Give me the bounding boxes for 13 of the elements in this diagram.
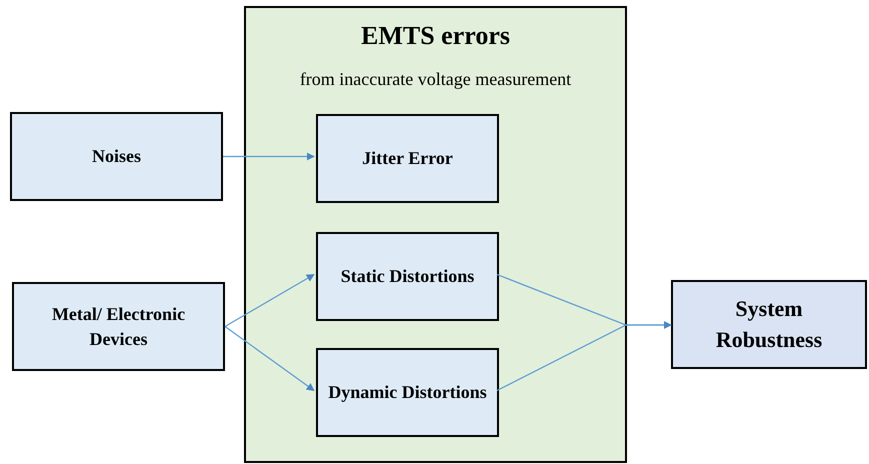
process-box: System Robustness bbox=[671, 280, 867, 369]
arrow bbox=[224, 274, 315, 328]
process-box: Jitter Error bbox=[316, 114, 499, 203]
group-panel bbox=[244, 6, 627, 463]
process-box: Noises bbox=[10, 112, 223, 201]
arrow bbox=[223, 152, 315, 160]
process-box: Dynamic Distortions bbox=[316, 348, 499, 437]
arrow bbox=[496, 321, 672, 392]
panel-title: EMTS errors bbox=[360, 20, 511, 52]
arrow bbox=[224, 326, 315, 391]
process-box: Static Distortions bbox=[316, 232, 499, 321]
panel-subtitle: from inaccurate voltage measurement bbox=[298, 68, 572, 90]
process-box: Metal/ Electronic Devices bbox=[12, 282, 225, 371]
